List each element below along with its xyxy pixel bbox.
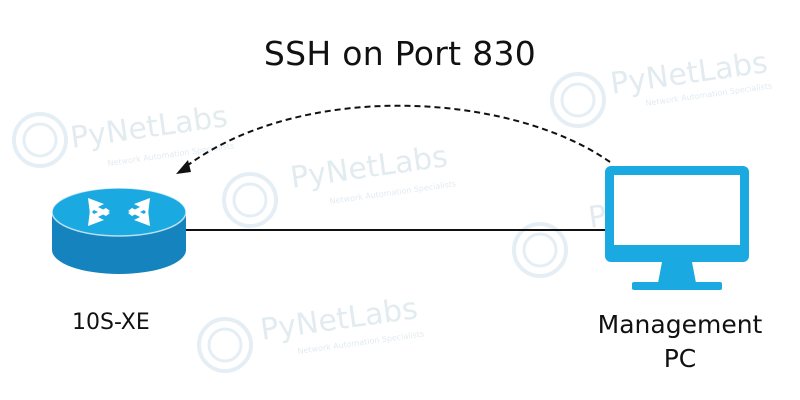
management-pc-label: Management PC [575, 308, 785, 376]
ssh-connection-arrow [176, 104, 611, 174]
router-arrows [88, 198, 150, 226]
watermark-logo-icon [222, 172, 278, 228]
monitor-icon [605, 166, 749, 290]
watermark-logo-icon [512, 222, 568, 278]
arrowhead-icon [176, 160, 191, 174]
ssh-dashed-curve [183, 104, 611, 169]
watermark-logo-icon [197, 317, 253, 373]
watermark-logo-icon [12, 112, 68, 168]
watermark-logo-icon [550, 72, 606, 128]
connection-label: SSH on Port 830 [263, 34, 537, 73]
management-pc-label-line1: Management [597, 310, 763, 339]
router-icon [51, 187, 187, 274]
management-pc-label-line2: PC [663, 344, 697, 373]
router-label: 10S-XE [72, 310, 150, 335]
